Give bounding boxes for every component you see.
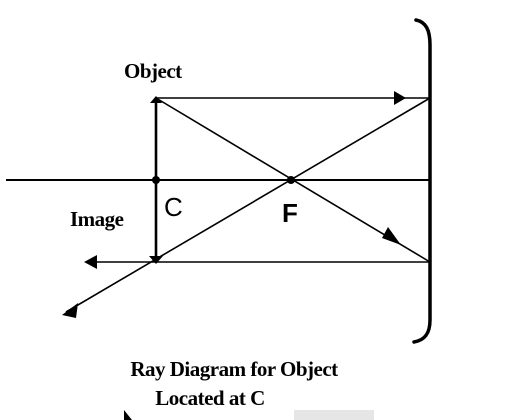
center-point — [152, 176, 160, 184]
ray-arrowhead-through-focus — [382, 227, 401, 245]
cursor-mark — [124, 410, 132, 420]
ray-arrowhead-reflected-parallel — [84, 255, 97, 269]
focal-point — [287, 176, 295, 184]
caption-line-2: Located at C — [155, 386, 264, 410]
ray-arrowhead-reflected-focus — [62, 303, 78, 318]
object-arrowhead — [150, 96, 162, 103]
image-label: Image — [70, 207, 124, 231]
ray-arrowhead-parallel — [394, 91, 406, 105]
reflected-ray-through-focus — [65, 97, 431, 313]
caption-line-1: Ray Diagram for Object — [130, 357, 338, 381]
object-label: Object — [124, 59, 182, 83]
focal-label: F — [282, 198, 298, 228]
concave-mirror — [412, 18, 432, 344]
center-label: C — [164, 192, 183, 222]
bottom-bar — [294, 410, 374, 420]
